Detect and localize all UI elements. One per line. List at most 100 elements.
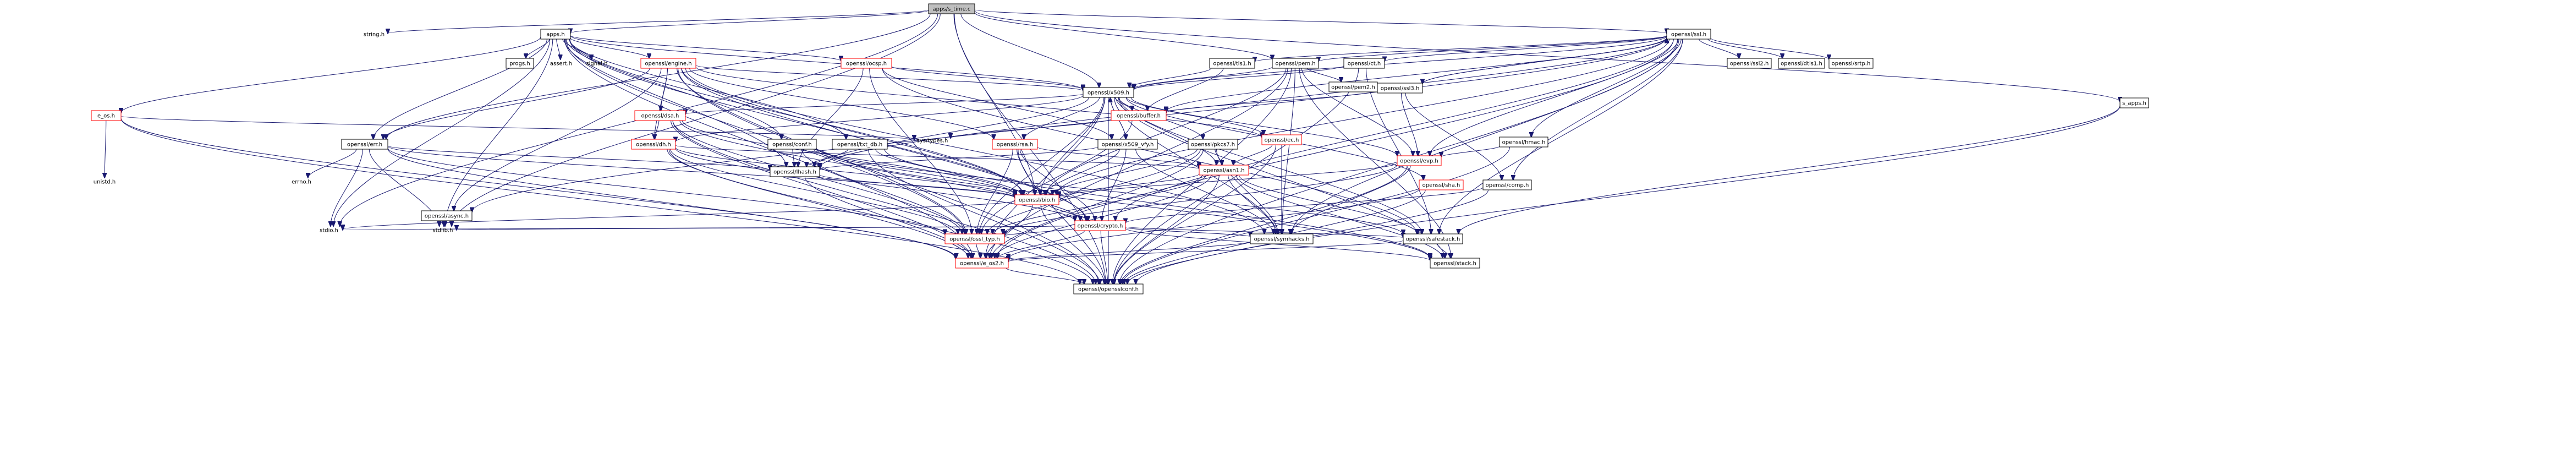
- edge-bio-to-stdio: [343, 200, 1015, 230]
- edge-conf-to-safestack: [816, 148, 1403, 235]
- node-sha[interactable]: openssl/sha.h: [1419, 179, 1464, 190]
- node-lhash[interactable]: openssl/lhash.h: [770, 166, 820, 177]
- node-srtp[interactable]: openssl/srtp.h: [1828, 58, 1874, 69]
- edge-x509h-to-buffer: [1114, 97, 1132, 111]
- edge-root-to-bio: [953, 13, 1035, 195]
- node-hmac[interactable]: openssl/hmac.h: [1499, 137, 1548, 148]
- node-label-signal: signal.h: [586, 61, 607, 67]
- node-label-opensslconf: openssl/opensslconf.h: [1078, 287, 1139, 293]
- node-label-string: string.h: [364, 32, 385, 38]
- edge-x509h-to-asn1: [1115, 97, 1216, 165]
- node-safestack[interactable]: openssl/safestack.h: [1403, 233, 1463, 244]
- edge-pem-to-pem2: [1307, 68, 1341, 82]
- node-opensslconf[interactable]: openssl/opensslconf.h: [1073, 283, 1144, 294]
- node-comp[interactable]: openssl/comp.h: [1482, 179, 1532, 190]
- edge-dsa-to-crypto: [679, 120, 1080, 221]
- edge-root-to-string: [388, 9, 929, 34]
- node-crypto[interactable]: openssl/crypto.h: [1074, 220, 1126, 231]
- node-x509vfy[interactable]: openssl/x509_vfy.h: [1097, 139, 1158, 150]
- node-buffer[interactable]: openssl/buffer.h: [1111, 110, 1167, 121]
- node-pkcs7[interactable]: openssl/pkcs7.h: [1188, 139, 1238, 150]
- node-bio[interactable]: openssl/bio.h: [1014, 194, 1059, 205]
- node-box-ocsp: [841, 58, 892, 69]
- node-label-async: openssl/async.h: [425, 214, 469, 220]
- node-dtls1[interactable]: openssl/dtls1.h: [1778, 58, 1825, 69]
- node-apps[interactable]: apps.h: [540, 29, 571, 40]
- edge-crypto-to-ossltyp: [1004, 228, 1075, 236]
- edge-ssl-to-srtp: [1710, 37, 1829, 59]
- edge-ec-to-opensslconf: [1114, 144, 1276, 284]
- node-box-root: [928, 3, 975, 14]
- node-rsa[interactable]: openssl/rsa.h: [992, 139, 1038, 150]
- edge-err-to-bio: [387, 146, 1015, 198]
- edge-asn1-to-eos2: [995, 174, 1212, 258]
- node-label-ct: openssl/ct.h: [1348, 61, 1381, 67]
- node-dh[interactable]: openssl/dh.h: [631, 139, 676, 150]
- node-stdio: stdio.h: [320, 228, 338, 234]
- node-label-txtdb: openssl/txt_db.h: [837, 142, 883, 148]
- node-box-ssl2: [1727, 58, 1772, 69]
- edge-ssl-to-hmac: [1531, 39, 1682, 137]
- node-asn1[interactable]: openssl/asn1.h: [1199, 165, 1249, 176]
- edge-ssl-to-pem: [1319, 35, 1667, 62]
- node-x509h[interactable]: openssl/x509.h: [1083, 87, 1134, 98]
- edge-x509h-to-ossltyp: [979, 97, 1105, 234]
- node-label-apps: apps.h: [546, 32, 565, 38]
- node-label-systypes: sys/types.h: [917, 138, 948, 144]
- node-pem[interactable]: openssl/pem.h: [1272, 58, 1319, 69]
- edge-pkcs7-to-symhacks: [1216, 149, 1278, 234]
- node-root[interactable]: apps/s_time.c: [928, 3, 975, 14]
- edge-engine-to-ossltyp: [677, 68, 966, 234]
- edge-x509vfy-to-bio: [1045, 149, 1120, 195]
- node-ec[interactable]: openssl/ec.h: [1261, 134, 1302, 145]
- node-stack[interactable]: openssl/stack.h: [1430, 258, 1480, 269]
- node-label-hmac: openssl/hmac.h: [1502, 140, 1546, 146]
- node-ssl[interactable]: openssl/ssl.h: [1666, 29, 1711, 40]
- node-ct[interactable]: openssl/ct.h: [1343, 58, 1385, 69]
- edge-txtdb-to-lhash: [806, 149, 849, 167]
- edge-engine-to-err: [383, 68, 650, 139]
- edge-lhash-to-bio: [819, 174, 1015, 197]
- node-ssl2[interactable]: openssl/ssl2.h: [1727, 58, 1772, 69]
- edge-dsa-to-opensslconf: [672, 120, 1095, 284]
- node-ossltyp[interactable]: openssl/ossl_typ.h: [944, 233, 1005, 244]
- edge-ssl-to-ssl2: [1699, 39, 1739, 58]
- node-label-assert: assert.h: [550, 61, 572, 67]
- edge-x509vfy-to-crypto: [1102, 149, 1127, 221]
- node-ocsp[interactable]: openssl/ocsp.h: [841, 58, 892, 69]
- node-async[interactable]: openssl/async.h: [421, 210, 473, 221]
- node-pem2[interactable]: openssl/pem2.h: [1328, 81, 1378, 92]
- node-box-pem: [1272, 58, 1319, 69]
- node-eos[interactable]: e_os.h: [91, 110, 122, 121]
- node-sapps[interactable]: s_apps.h: [2119, 97, 2149, 108]
- node-eos2[interactable]: openssl/e_os2.h: [955, 258, 1009, 269]
- edge-apps-to-lhash: [564, 39, 787, 167]
- node-err[interactable]: openssl/err.h: [341, 139, 388, 150]
- node-systypes: sys/types.h: [917, 138, 948, 144]
- node-txtdb[interactable]: openssl/txt_db.h: [832, 139, 888, 150]
- node-label-lhash: openssl/lhash.h: [773, 170, 816, 176]
- edge-asn1-to-stack: [1235, 174, 1442, 258]
- edge-conf-to-stack: [816, 148, 1430, 259]
- node-box-bio: [1014, 194, 1059, 205]
- node-symhacks[interactable]: openssl/symhacks.h: [1250, 233, 1314, 244]
- node-box-srtp: [1828, 58, 1874, 69]
- edge-apps-to-err: [374, 39, 547, 139]
- node-dsa[interactable]: openssl/dsa.h: [634, 110, 686, 121]
- edge-ssl-to-crypto: [1116, 39, 1674, 221]
- edge-ocsp-to-x509h: [891, 66, 1083, 90]
- node-unistd: unistd.h: [94, 179, 116, 185]
- node-progs[interactable]: progs.h: [506, 58, 534, 69]
- edge-root-to-apps: [570, 10, 929, 34]
- node-conf[interactable]: openssl/conf.h: [767, 139, 817, 150]
- node-tls1[interactable]: openssl/tls1.h: [1209, 58, 1255, 69]
- edge-dsa-to-bio: [682, 120, 1015, 195]
- node-ssl3[interactable]: openssl/ssl3.h: [1377, 83, 1423, 94]
- edge-conf-to-bio: [814, 149, 1015, 195]
- edge-crypto-to-stack: [1125, 228, 1430, 261]
- node-engine[interactable]: openssl/engine.h: [640, 58, 696, 69]
- edge-buffer-to-ossltyp: [981, 120, 1133, 234]
- node-box-dh: [631, 139, 676, 150]
- node-evp[interactable]: openssl/evp.h: [1397, 155, 1442, 166]
